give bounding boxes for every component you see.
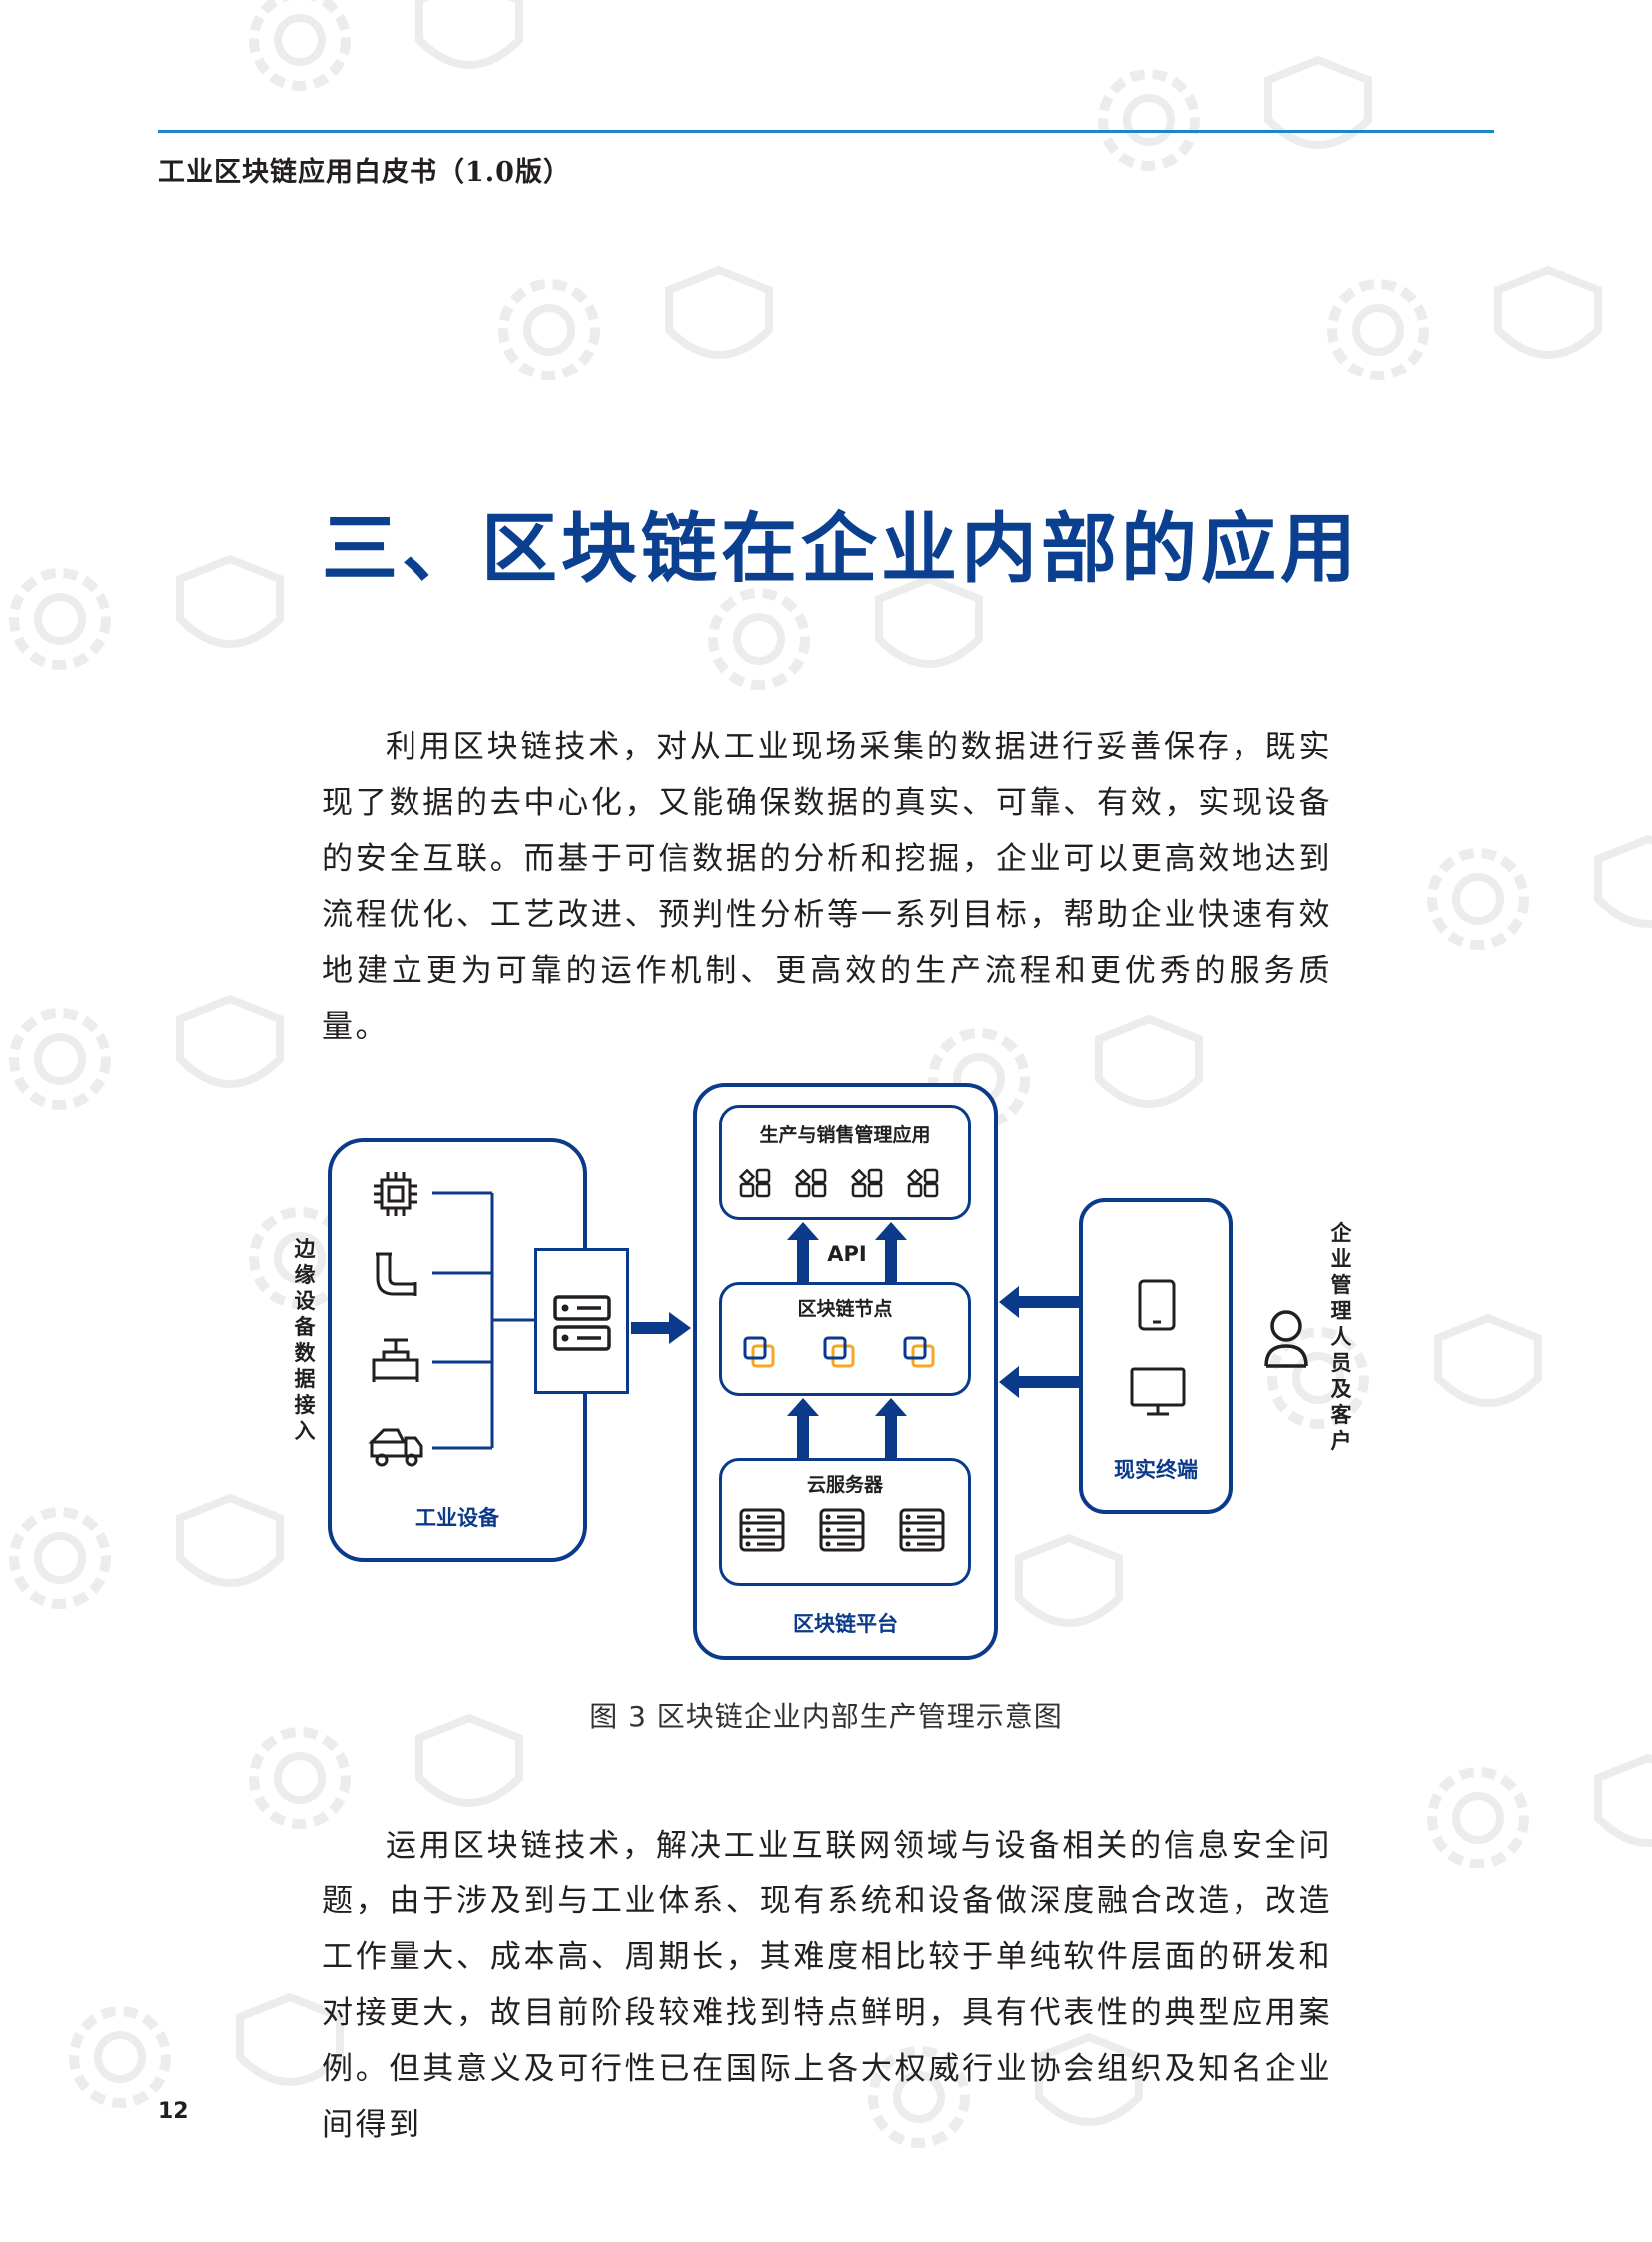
equipment-connector-lines xyxy=(432,1191,534,1450)
truck-icon xyxy=(368,1428,423,1467)
blockchain-platform-label: 区块链平台 xyxy=(793,1612,898,1636)
api-arrows xyxy=(787,1222,907,1282)
valve-icon xyxy=(372,1338,419,1382)
app-box-label: 生产与销售管理应用 xyxy=(759,1124,931,1146)
app-box xyxy=(719,1105,971,1220)
terminals-to-platform-arrows xyxy=(999,1286,1079,1398)
people-label: 企业 管理 人员 及客 户 xyxy=(1330,1221,1352,1453)
app-grid-icon xyxy=(738,1168,939,1198)
cloud-server-icon xyxy=(739,1508,945,1552)
header-rule xyxy=(158,130,1494,133)
tablet-icon xyxy=(1138,1279,1176,1331)
cloud-to-node-arrows xyxy=(787,1398,907,1458)
pipe-icon xyxy=(376,1252,417,1296)
node-icon xyxy=(743,1336,935,1368)
page-number: 12 xyxy=(158,2099,189,2124)
blockchain-node-box xyxy=(719,1282,971,1396)
figure-caption: 图 3 区块链企业内部生产管理示意图 xyxy=(589,1700,1063,1733)
cloud-server-label: 云服务器 xyxy=(806,1474,883,1496)
industrial-equipment-label: 工业设备 xyxy=(415,1506,499,1530)
industrial-equipment-box xyxy=(328,1138,587,1562)
header-title: 工业区块链应用白皮书（1.0版） xyxy=(158,157,571,188)
paragraph-1: 利用区块链技术，对从工业现场采集的数据进行妥善保存，既实现了数据的去中心化，又能… xyxy=(322,729,1332,1045)
blockchain-platform-box xyxy=(693,1083,998,1660)
server-icon xyxy=(553,1295,611,1351)
terminals-box xyxy=(1079,1198,1233,1514)
gateway-to-platform-arrow xyxy=(631,1312,691,1344)
chapter-title: 三、区块链在企业内部的应用 xyxy=(322,504,1360,593)
terminals-label: 现实终端 xyxy=(1114,1458,1198,1482)
gateway-box xyxy=(534,1248,629,1394)
cloud-server-box xyxy=(719,1458,971,1586)
monitor-icon xyxy=(1130,1367,1186,1416)
edge-data-label: 边缘 设备 数据 接入 xyxy=(294,1237,316,1443)
api-label: API xyxy=(827,1242,867,1266)
person-icon xyxy=(1264,1310,1308,1368)
blockchain-node-label: 区块链节点 xyxy=(797,1298,893,1320)
chip-icon xyxy=(374,1172,417,1216)
paragraph-2: 运用区块链技术，解决工业互联网领域与设备相关的信息安全问题，由于涉及到与工业体系… xyxy=(322,1828,1332,2143)
